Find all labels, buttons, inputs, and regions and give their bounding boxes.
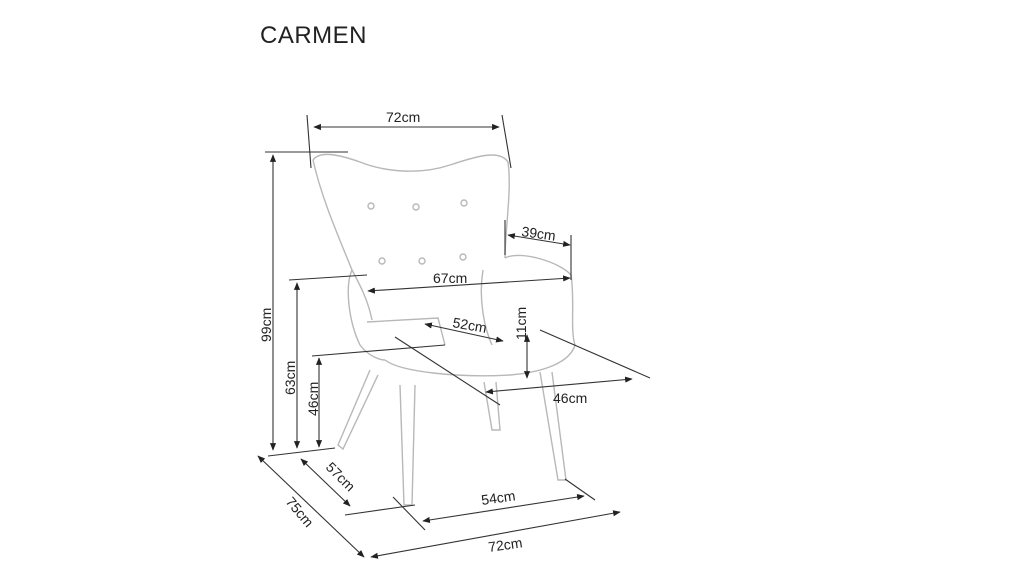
label-seat-depth: 46cm xyxy=(553,390,587,406)
label-inner-width: 67cm xyxy=(433,270,467,286)
chair-outline xyxy=(312,153,576,506)
dimension-lines xyxy=(257,114,651,559)
label-top-width: 72cm xyxy=(386,109,420,125)
label-armrest-above-seat: 11cm xyxy=(513,307,529,340)
label-leg-depth: 57cm xyxy=(323,459,359,495)
dimension-labels: 72cm 99cm 63cm 46cm 39cm 67cm 52cm 11cm … xyxy=(258,109,587,555)
label-seat-height: 46cm xyxy=(305,382,321,416)
label-seat-width: 52cm xyxy=(451,314,487,336)
label-leg-width: 54cm xyxy=(480,487,516,508)
label-armrest-height: 63cm xyxy=(282,361,298,395)
label-total-height: 99cm xyxy=(258,308,274,342)
product-title: CARMEN xyxy=(260,22,368,49)
label-total-depth: 75cm xyxy=(283,494,317,531)
label-base-width: 72cm xyxy=(487,534,523,555)
tufting-buttons xyxy=(367,199,468,265)
label-armrest-depth: 39cm xyxy=(521,223,557,244)
